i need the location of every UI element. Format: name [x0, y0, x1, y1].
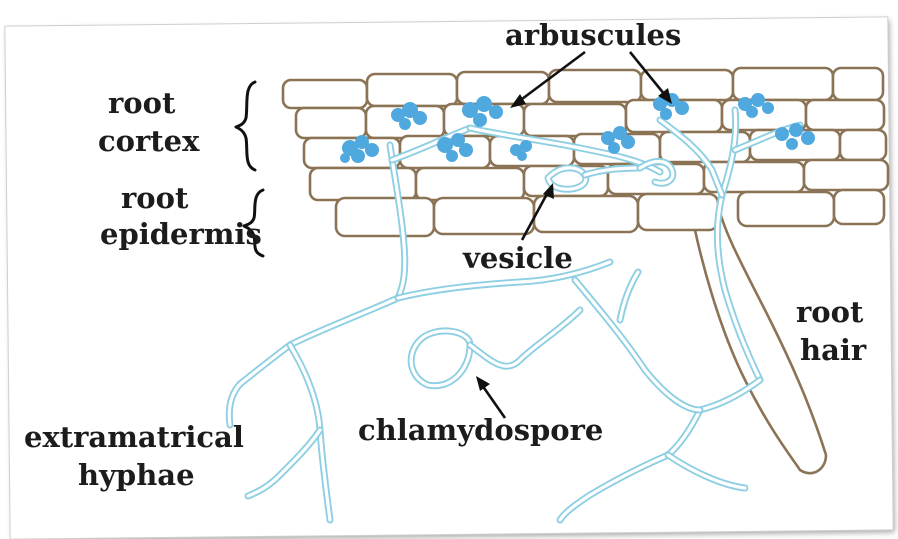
- arrow-chlamydospore: [476, 376, 505, 418]
- label-root-epidermis-line1: root: [121, 181, 189, 215]
- label-root-hair-line2: hair: [800, 333, 867, 367]
- label-extramatrical-hyphae-line2: hyphae: [78, 458, 195, 492]
- label-arbuscules: arbuscules: [505, 18, 681, 52]
- label-root-cortex-line2: cortex: [98, 124, 200, 158]
- label-root-cortex-line1: root: [108, 86, 176, 120]
- label-chlamydospore: chlamydospore: [358, 413, 603, 447]
- cortex-brace: [236, 82, 255, 170]
- label-vesicle: vesicle: [462, 241, 573, 275]
- label-root-hair-line1: root: [796, 295, 864, 329]
- label-extramatrical-hyphae-line1: extramatrical: [24, 420, 244, 454]
- label-root-epidermis-line2: epidermis: [100, 217, 262, 251]
